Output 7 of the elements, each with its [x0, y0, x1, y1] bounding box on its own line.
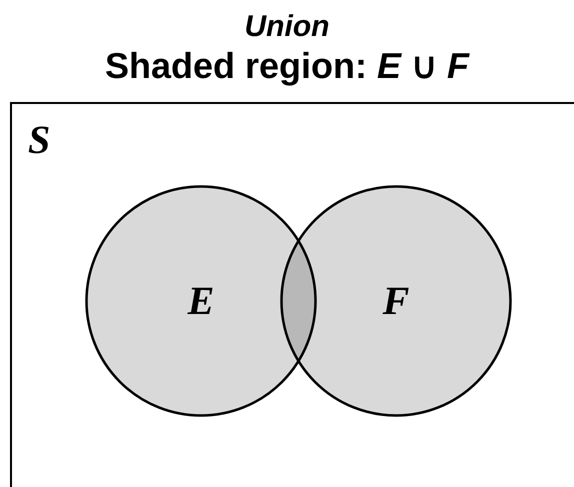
sample-space-box — [10, 102, 574, 487]
heading: Shaded region: E ∪ F — [104, 46, 471, 86]
title: Union — [244, 10, 330, 44]
set-circle — [280, 185, 512, 417]
set-label: E — [188, 281, 214, 321]
set-label: F — [382, 281, 410, 321]
set-label: S — [28, 120, 50, 160]
